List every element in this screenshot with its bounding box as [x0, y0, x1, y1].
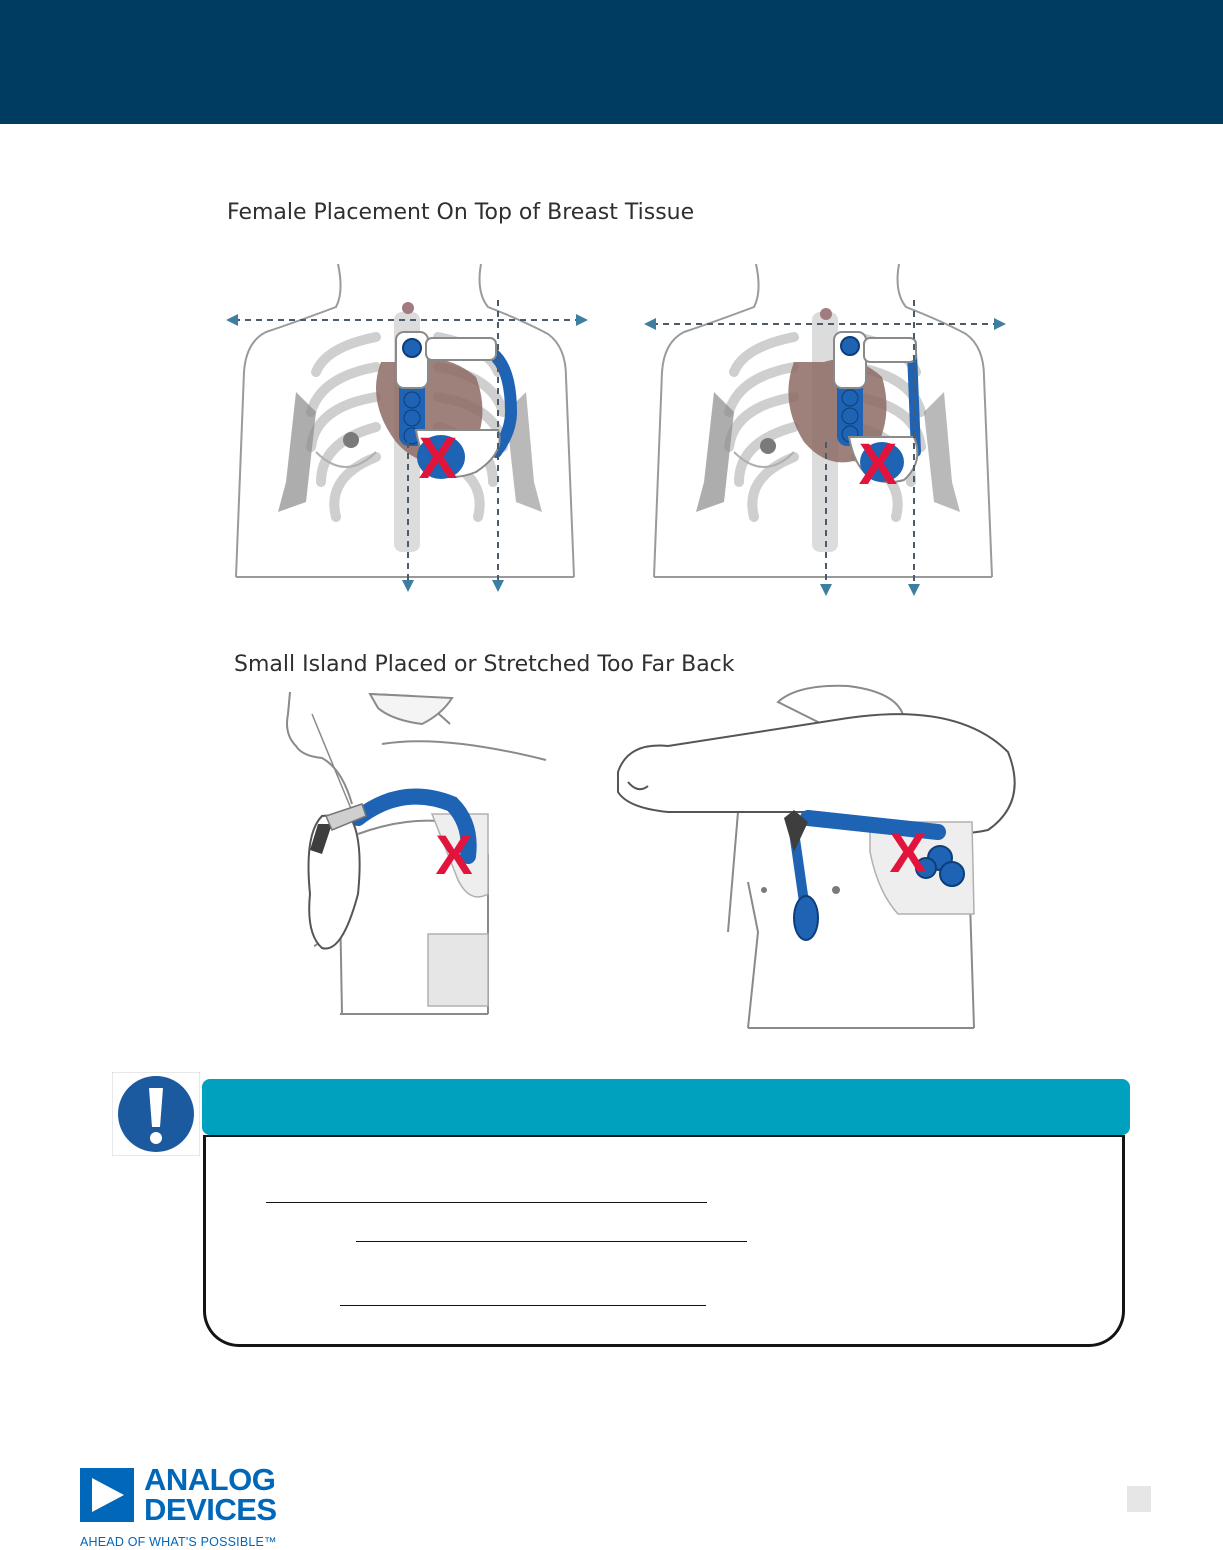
shoulder-fold — [368, 692, 454, 726]
jaw-line — [311, 713, 355, 817]
arrow-left-icon — [226, 314, 238, 326]
female-placement-figure-right: X — [644, 263, 1006, 596]
electrode-pad — [915, 857, 937, 879]
logo-line-2: DEVICES — [144, 1492, 277, 1527]
arrow-left-icon — [644, 318, 656, 330]
incorrect-mark: X — [859, 432, 898, 497]
guide-lines — [234, 300, 582, 582]
notch-marker — [402, 302, 414, 314]
arrow-down-icon — [820, 584, 832, 596]
female-placement-title: Female Placement On Top of Breast Tissue — [227, 200, 695, 225]
female-placement-figure-left: X — [226, 263, 588, 592]
electrode-strip — [350, 788, 477, 864]
nipple-marker — [343, 432, 359, 448]
device-body — [310, 824, 332, 854]
electrode-strip — [800, 810, 946, 840]
small-island-title: Small Island Placed or Stretched Too Far… — [234, 652, 735, 677]
torso-outline — [235, 263, 575, 578]
electrode-pad-lower — [793, 895, 819, 941]
side-placement-figure-right: X — [617, 684, 1016, 1029]
incorrect-mark: X — [889, 821, 926, 884]
nipple-marker — [761, 887, 767, 893]
nipple-marker — [760, 438, 776, 454]
notch-marker — [820, 308, 832, 320]
arm-shadow-left — [696, 392, 734, 512]
incorrect-mark: X — [435, 823, 472, 886]
arrow-down-icon — [402, 580, 414, 592]
device-body — [784, 810, 808, 852]
raised-arm — [617, 713, 1016, 835]
arrow-down-icon — [908, 584, 920, 596]
body-outline — [727, 811, 975, 1029]
arrow-down-icon — [492, 580, 504, 592]
notice-underline — [340, 1305, 706, 1306]
arm-shadow-right — [924, 392, 960, 512]
electrode-patch — [833, 331, 921, 484]
fist — [627, 781, 649, 791]
analog-devices-logo-icon — [80, 1468, 134, 1522]
page-number-box — [1127, 1486, 1151, 1512]
logo-tagline: AHEAD OF WHAT'S POSSIBLE™ — [80, 1535, 277, 1549]
torso-outline — [653, 263, 993, 578]
header-band — [0, 0, 1223, 124]
arm-shadow-left — [278, 392, 316, 512]
arrow-right-icon — [576, 314, 588, 326]
logo-line-1: ANALOG — [144, 1462, 276, 1497]
exclamation-circle-icon — [112, 1072, 200, 1156]
electrode-patch — [395, 331, 518, 479]
side-placement-figure-left: X — [286, 691, 547, 1015]
guide-lines — [652, 300, 1000, 586]
breast-outline — [315, 451, 377, 468]
notice-banner — [202, 1079, 1130, 1135]
notice-underline — [266, 1202, 707, 1203]
device-bracket — [324, 803, 367, 831]
notice-underline — [356, 1241, 747, 1242]
side-panel — [427, 933, 489, 1007]
electrode-pad — [939, 861, 965, 887]
arrow-right-icon — [994, 318, 1006, 330]
incorrect-mark: X — [419, 426, 458, 491]
breast-outline — [733, 451, 795, 468]
nipple-marker — [832, 886, 840, 894]
